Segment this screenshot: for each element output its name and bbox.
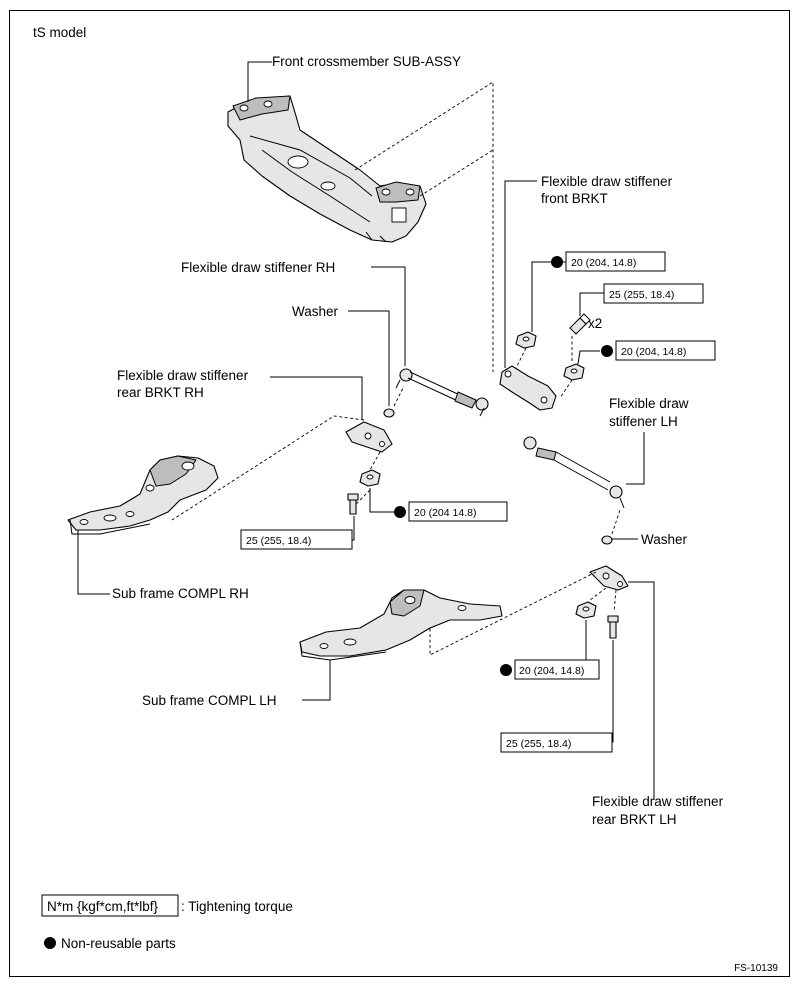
torque-lh-nut: 20 (204, 14.8) <box>519 665 584 677</box>
non-reusable-bullet-icon <box>394 506 406 518</box>
leader-front-brkt-nut-2 <box>577 350 600 365</box>
assembly-line-washer-rh <box>393 385 405 407</box>
torque-rh-nut: 20 (204 14.8) <box>414 507 476 519</box>
front-brkt-bolt <box>569 313 591 335</box>
assembly-line-front-brkt-bolts <box>559 336 573 399</box>
front-brkt-label-line1: Flexible draw stiffener <box>541 174 673 189</box>
front-brkt-nut-1 <box>515 331 537 349</box>
rh-bolt <box>347 493 359 515</box>
rear-brkt-rh-part <box>345 421 393 453</box>
stiffener-lh-part <box>523 436 625 509</box>
washer-lh-label: Washer <box>641 532 688 547</box>
leader-front-crossmember <box>247 61 272 102</box>
rh-nut <box>359 469 381 487</box>
stiffener-lh-label-line2: stiffener LH <box>609 414 678 429</box>
lh-nut <box>575 601 597 619</box>
leader-front-brkt <box>504 180 537 368</box>
leader-rear-brkt-rh <box>270 376 363 420</box>
torque-rh-bolt: 25 (255, 18.4) <box>246 535 311 547</box>
assembly-line-rear-brkt-rh <box>171 415 365 521</box>
leader-front-brkt-bolt <box>579 292 604 316</box>
rear-brkt-lh-label-line2: rear BRKT LH <box>592 812 677 827</box>
legend-non-reusable: Non-reusable parts <box>61 936 176 951</box>
leader-stiffener-lh <box>626 432 645 485</box>
rear-brkt-rh-label-line1: Flexible draw stiffener <box>117 368 249 383</box>
leader-lh-bolt <box>612 640 614 743</box>
assembly-line-washer-lh <box>611 509 621 535</box>
leader-rh-nut <box>369 488 394 513</box>
non-reusable-bullet-icon <box>500 664 512 676</box>
assembly-line-rh-fasteners <box>355 451 381 505</box>
washer-rh-part <box>383 408 395 418</box>
legend-torque-desc: : Tightening torque <box>181 899 293 914</box>
assembly-line-crossmember <box>354 81 494 372</box>
stiffener-lh-label-line1: Flexible draw <box>609 396 689 411</box>
front-brkt-part <box>499 365 557 411</box>
front-crossmember-label: Front crossmember SUB-ASSY <box>272 54 461 69</box>
x2-label: x2 <box>588 316 602 331</box>
model-label: tS model <box>33 25 86 40</box>
leader-sub-frame-lh <box>302 660 331 701</box>
leader-rh-bolt <box>352 516 355 541</box>
legend-torque-unit: N*m {kgf*cm,ft*lbf} <box>47 899 159 914</box>
rear-brkt-lh-label-line1: Flexible draw stiffener <box>592 794 724 809</box>
non-reusable-bullet-icon <box>44 937 56 949</box>
figure-id: FS-10139 <box>734 963 778 974</box>
rear-brkt-lh-part <box>589 565 629 591</box>
front-brkt-label-line2: front BRKT <box>541 191 608 206</box>
non-reusable-bullet-icon <box>601 345 613 357</box>
stiffener-rh-part <box>395 368 489 417</box>
leader-washer-rh <box>348 310 390 406</box>
washer-lh-part <box>601 535 613 545</box>
leader-stiffener-rh <box>371 266 406 366</box>
leader-rear-brkt-lh <box>628 581 655 800</box>
sub-frame-lh-label: Sub frame COMPL LH <box>142 693 277 708</box>
assembly-line-rear-brkt-lh <box>429 571 617 656</box>
front-brkt-nut-2 <box>563 363 585 381</box>
torque-box-front-brkt-nut-2 <box>615 340 716 361</box>
torque-box-lh-nut <box>514 659 600 680</box>
torque-front-brkt-bolt: 25 (255, 18.4) <box>609 289 674 301</box>
sub-frame-lh-part <box>299 589 503 661</box>
front-crossmember-part <box>227 95 427 243</box>
torque-front-brkt-nut-2: 20 (204, 14.8) <box>621 346 686 358</box>
rear-brkt-rh-label-line2: rear BRKT RH <box>117 385 204 400</box>
diagram-frame <box>9 10 790 977</box>
torque-lh-bolt: 25 (255, 18.4) <box>506 738 571 750</box>
washer-rh-label: Washer <box>292 304 339 319</box>
legend-torque-box <box>41 894 179 917</box>
sub-frame-rh-label: Sub frame COMPL RH <box>112 586 249 601</box>
lh-bolt <box>607 615 619 639</box>
torque-box-rh-nut <box>408 501 508 522</box>
sub-frame-rh-part <box>67 455 219 535</box>
stiffener-rh-label: Flexible draw stiffener RH <box>181 260 335 275</box>
assembly-line-front-brkt-nut <box>515 347 527 369</box>
torque-front-brkt-nut-1: 20 (204, 14.8) <box>571 257 636 269</box>
leader-sub-frame-rh <box>77 530 110 595</box>
leader-front-brkt-nut-1 <box>531 261 566 332</box>
